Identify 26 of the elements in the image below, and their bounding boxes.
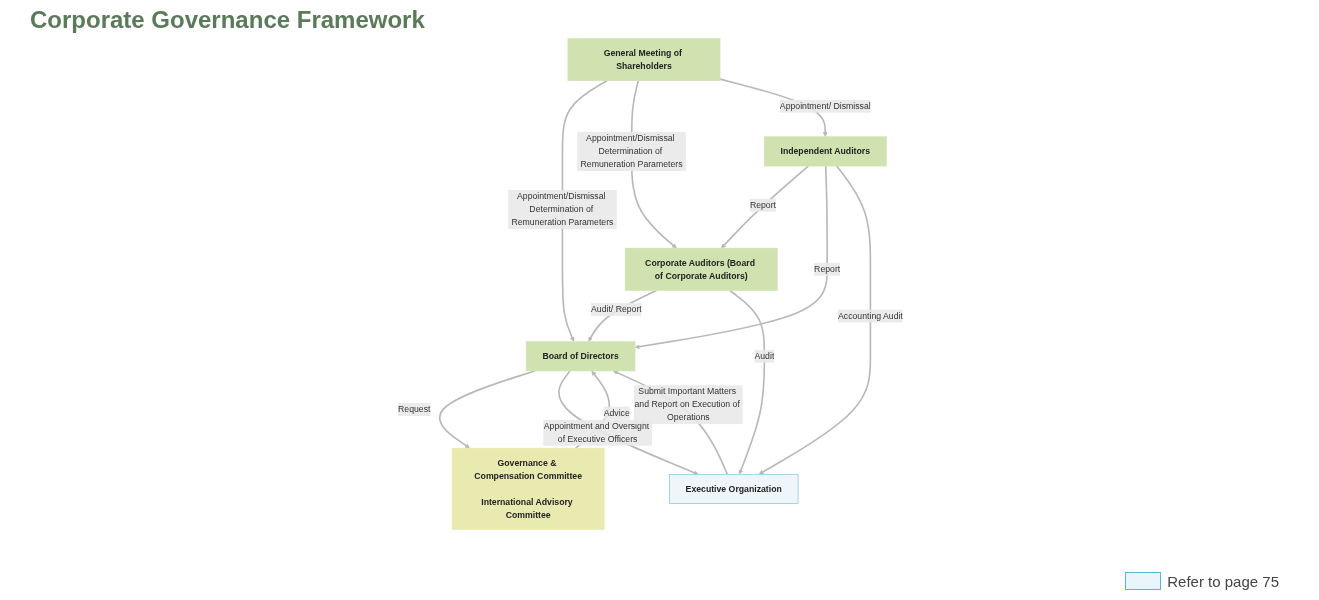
node-box: Executive Organization xyxy=(668,473,798,504)
diagram-title: Corporate Governance Framework xyxy=(30,6,426,34)
node-box: Corporate Auditors (Board of Corporate Auditors) xyxy=(624,247,778,291)
node-box: Governance & Compensation Committee International Advisory Committee xyxy=(451,447,605,530)
legend-label: Refer to page 75 xyxy=(1167,572,1279,590)
arrow xyxy=(720,165,809,249)
node-box: Independent Auditors xyxy=(763,136,887,167)
arrow xyxy=(758,165,871,475)
edge-label: Appointment and Oversight of Executive Officers xyxy=(543,421,649,444)
edge-label: Appointment/Dismissal Determination of Remuneration Parameters xyxy=(580,133,683,169)
node-box: Board of Directors xyxy=(525,341,635,372)
node-box: General Meeting of Shareholders xyxy=(567,38,720,81)
arrow xyxy=(587,289,657,342)
edge-label: Report xyxy=(813,264,840,274)
edge-label: Request xyxy=(397,404,430,414)
edge-label: Audit xyxy=(754,351,774,361)
edge-label: Appointment/ Dismissal xyxy=(779,101,871,111)
edge-label: Appointment/Dismissal Determination of Remuneration Parameters xyxy=(511,191,614,227)
arrow xyxy=(438,370,536,449)
edge-label: Advice xyxy=(603,408,630,418)
edge-label: Accounting Audit xyxy=(837,311,903,321)
edge-label: Audit/ Report xyxy=(590,304,642,314)
edge-label: Report xyxy=(749,200,776,210)
arrow xyxy=(728,289,765,475)
arrow xyxy=(634,165,828,350)
edge-label: Submit Important Matters and Report on Execution of Operations xyxy=(634,386,740,423)
